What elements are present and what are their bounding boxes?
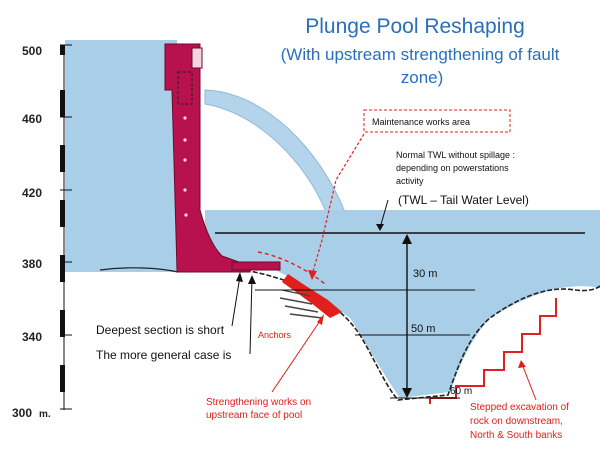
- scale-label-420: 420: [22, 186, 42, 200]
- scale-label-460: 460: [22, 112, 42, 126]
- title-line-2: (With upstream strengthening of fault: [281, 45, 560, 64]
- scale-label-300: 300: [12, 406, 32, 420]
- depth-60-label: 60 m: [450, 386, 472, 397]
- general-case-label: The more general case is: [96, 348, 231, 362]
- deepest-pointer-head: [236, 272, 243, 282]
- depth-arrow-head-bottom: [402, 388, 412, 398]
- stepped-pointer: [521, 363, 537, 401]
- strengthening-pointer-head: [317, 314, 324, 325]
- scale-segment-dark: [60, 310, 65, 337]
- strengthening-arc: [257, 251, 326, 285]
- upstream-rock-line: [99, 267, 179, 273]
- maintenance-label: Maintenance works area: [372, 117, 470, 127]
- maintenance-pointer: [311, 133, 365, 276]
- anchors-label: Anchors: [258, 330, 292, 340]
- spillway-jet: [204, 89, 346, 213]
- maintenance-pointer-head: [308, 270, 317, 280]
- strengthening-pointer: [271, 317, 323, 393]
- scale-segment-dark: [60, 90, 65, 117]
- scale-segment-dark: [60, 365, 65, 392]
- maintenance-box: [363, 109, 511, 133]
- stepped-pointer-head: [518, 360, 526, 368]
- scale-label-380: 380: [22, 257, 42, 271]
- strengthening-label-1: Strengthening works on: [206, 397, 311, 408]
- strengthening-label-2: upstream face of pool: [206, 410, 302, 421]
- depth-arrow-head-top: [402, 234, 412, 244]
- scale-label-500: 500: [22, 44, 42, 58]
- dam-outline-dash: [177, 71, 193, 105]
- dam-gallery-dot: [183, 116, 187, 120]
- stepped-label-3: North & South banks: [470, 430, 562, 441]
- title-line-3: zone): [401, 68, 444, 87]
- scale-label-340: 340: [22, 330, 42, 344]
- dam-gallery-dot: [183, 158, 187, 162]
- scale-segment-dark: [60, 255, 65, 282]
- scale-segment-dark: [60, 200, 65, 227]
- anchors: [279, 289, 323, 319]
- dam-gallery-dot: [183, 138, 187, 142]
- scale-segment-dark: [60, 45, 65, 55]
- dam-gallery-dot: [183, 188, 187, 192]
- stepped-label-2: rock on downstream,: [470, 416, 563, 427]
- deepest-short-label: Deepest section is short: [96, 323, 225, 337]
- deepest-pointer: [231, 275, 241, 327]
- twl-full-label: (TWL – Tail Water Level): [398, 193, 529, 207]
- dam-crest-gate: [191, 47, 203, 69]
- depth-50-label: 50 m: [411, 323, 435, 335]
- normal-twl-line-1: Normal TWL without spillage :: [396, 150, 515, 160]
- stepped-excavation-line: [429, 298, 557, 404]
- twl-pointer-head: [376, 224, 384, 231]
- strengthening-zone: [282, 274, 342, 318]
- general-pointer-head: [248, 275, 256, 284]
- depth-30-label: 30 m: [413, 268, 437, 280]
- normal-twl-line-2: depending on powerstations: [396, 163, 509, 173]
- dam-gallery-dot: [184, 213, 188, 217]
- normal-twl-line-3: activity: [396, 176, 424, 186]
- stepped-label-1: Stepped excavation of: [470, 402, 569, 413]
- title-line-1: Plunge Pool Reshaping: [305, 15, 525, 38]
- general-pointer: [249, 277, 253, 355]
- plunge-pool-water: [205, 210, 600, 398]
- reservoir-water: [65, 40, 177, 272]
- scale-unit: m.: [39, 409, 51, 420]
- twl-pointer: [379, 199, 389, 229]
- scale-segment-dark: [60, 145, 65, 172]
- dam-apron: [231, 261, 281, 271]
